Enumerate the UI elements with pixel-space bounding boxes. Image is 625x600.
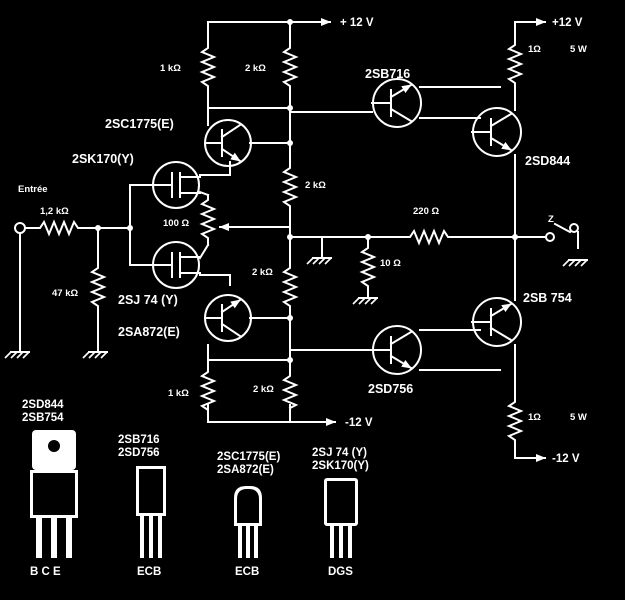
- supply-neg-label: -12 V: [345, 417, 373, 429]
- r5-label: 1 kΩ: [168, 388, 189, 399]
- transistor-q7-icon: [371, 325, 422, 375]
- resistor-r2: [281, 37, 299, 163]
- resistor-emitter-bottom: [506, 384, 524, 443]
- pot-label: 100 Ω: [163, 218, 189, 229]
- q8-label: 2SB 754: [523, 291, 572, 305]
- output-terminal-icon: [545, 223, 579, 242]
- ground-icon: [4, 257, 588, 359]
- pkg2-line2: 2SD756: [118, 447, 160, 459]
- r-gnd-label: 10 Ω: [380, 258, 401, 269]
- q6-label: 2SD844: [525, 154, 570, 168]
- q3-label: 2SJ 74 (Y): [118, 293, 178, 307]
- r-emit-top-w-label: 5 W: [570, 44, 587, 55]
- r-emit-top-label: 1Ω: [528, 44, 541, 55]
- to92-package-icon: [234, 486, 262, 558]
- r6-label: 2 kΩ: [253, 384, 274, 395]
- q5-label: 2SB716: [365, 67, 410, 81]
- q1-label: 2SC1775(E): [105, 117, 174, 131]
- pkg4-pins: DGS: [328, 566, 353, 578]
- pkg2-line1: 2SB716: [118, 434, 160, 446]
- pkg1-line2: 2SB754: [22, 412, 64, 424]
- q7-label: 2SD756: [368, 382, 413, 396]
- to126-package-icon: [136, 466, 166, 558]
- package-legend: 2SD844 2SB754 B C E 2SB716 2SD756 ECB 2S…: [22, 399, 369, 578]
- r-emit-bot-label: 1Ω: [528, 412, 541, 423]
- output-label: Z: [548, 214, 554, 225]
- r1-label: 1 kΩ: [160, 63, 181, 74]
- resistor-input-series: [24, 219, 131, 237]
- potentiometer-100: [199, 194, 291, 246]
- pkg2-pins: ECB: [137, 566, 161, 578]
- input-terminal-icon: [14, 222, 26, 353]
- resistor-r6: [281, 371, 299, 410]
- q2-label: 2SK170(Y): [72, 152, 134, 166]
- transistor-q5-icon: [371, 78, 422, 128]
- pkg4-line2: 2SK170(Y): [312, 460, 369, 472]
- transistor-q8-icon: [471, 297, 522, 347]
- transistor-q3-icon: [149, 241, 201, 289]
- pkg1-pins: B C E: [30, 566, 61, 578]
- r-emit-bot-w-label: 5 W: [570, 412, 587, 423]
- resistor-feedback: [289, 228, 531, 246]
- pkg3-pins: ECB: [235, 566, 259, 578]
- transistor-q6-icon: [471, 107, 522, 157]
- supply-pos-out-label: +12 V: [552, 17, 583, 29]
- transistor-q4-icon: [204, 294, 252, 342]
- negative-rail-out: [514, 441, 546, 462]
- r3-label: 2 kΩ: [305, 180, 326, 191]
- pkg3-line2: 2SA872(E): [217, 464, 274, 476]
- pkg4-line1: 2SJ 74 (Y): [312, 447, 367, 459]
- transistor-q1-icon: [204, 119, 252, 167]
- r4-label: 2 kΩ: [252, 267, 273, 278]
- pkg1-line1: 2SD844: [22, 399, 64, 411]
- r-input-shunt-label: 47 kΩ: [52, 288, 78, 299]
- r2-label: 2 kΩ: [245, 63, 266, 74]
- resistor-10: [359, 236, 377, 299]
- r-feedback-label: 220 Ω: [413, 206, 439, 217]
- wiring: [129, 86, 579, 386]
- r-input-series-label: 1,2 kΩ: [40, 206, 69, 217]
- resistor-input-shunt: [89, 227, 107, 353]
- junction-dots: [95, 19, 518, 363]
- fet-package-icon: [324, 478, 358, 558]
- negative-rail: [207, 404, 336, 426]
- pkg3-line1: 2SC1775(E): [217, 451, 280, 463]
- transistor-q2-icon: [149, 161, 201, 209]
- q4-label: 2SA872(E): [118, 325, 180, 339]
- positive-rail-out: [514, 18, 546, 39]
- positive-rail: [207, 18, 331, 39]
- resistor-r3: [281, 161, 299, 263]
- resistor-r5: [199, 359, 217, 412]
- supply-pos-label: + 12 V: [340, 17, 374, 29]
- input-label: Entrée: [18, 184, 48, 195]
- resistor-r4: [281, 261, 299, 373]
- to220-package-icon: [30, 430, 78, 558]
- resistor-emitter-top: [506, 37, 524, 101]
- resistor-r1: [199, 37, 217, 109]
- supply-neg-out-label: -12 V: [552, 453, 580, 465]
